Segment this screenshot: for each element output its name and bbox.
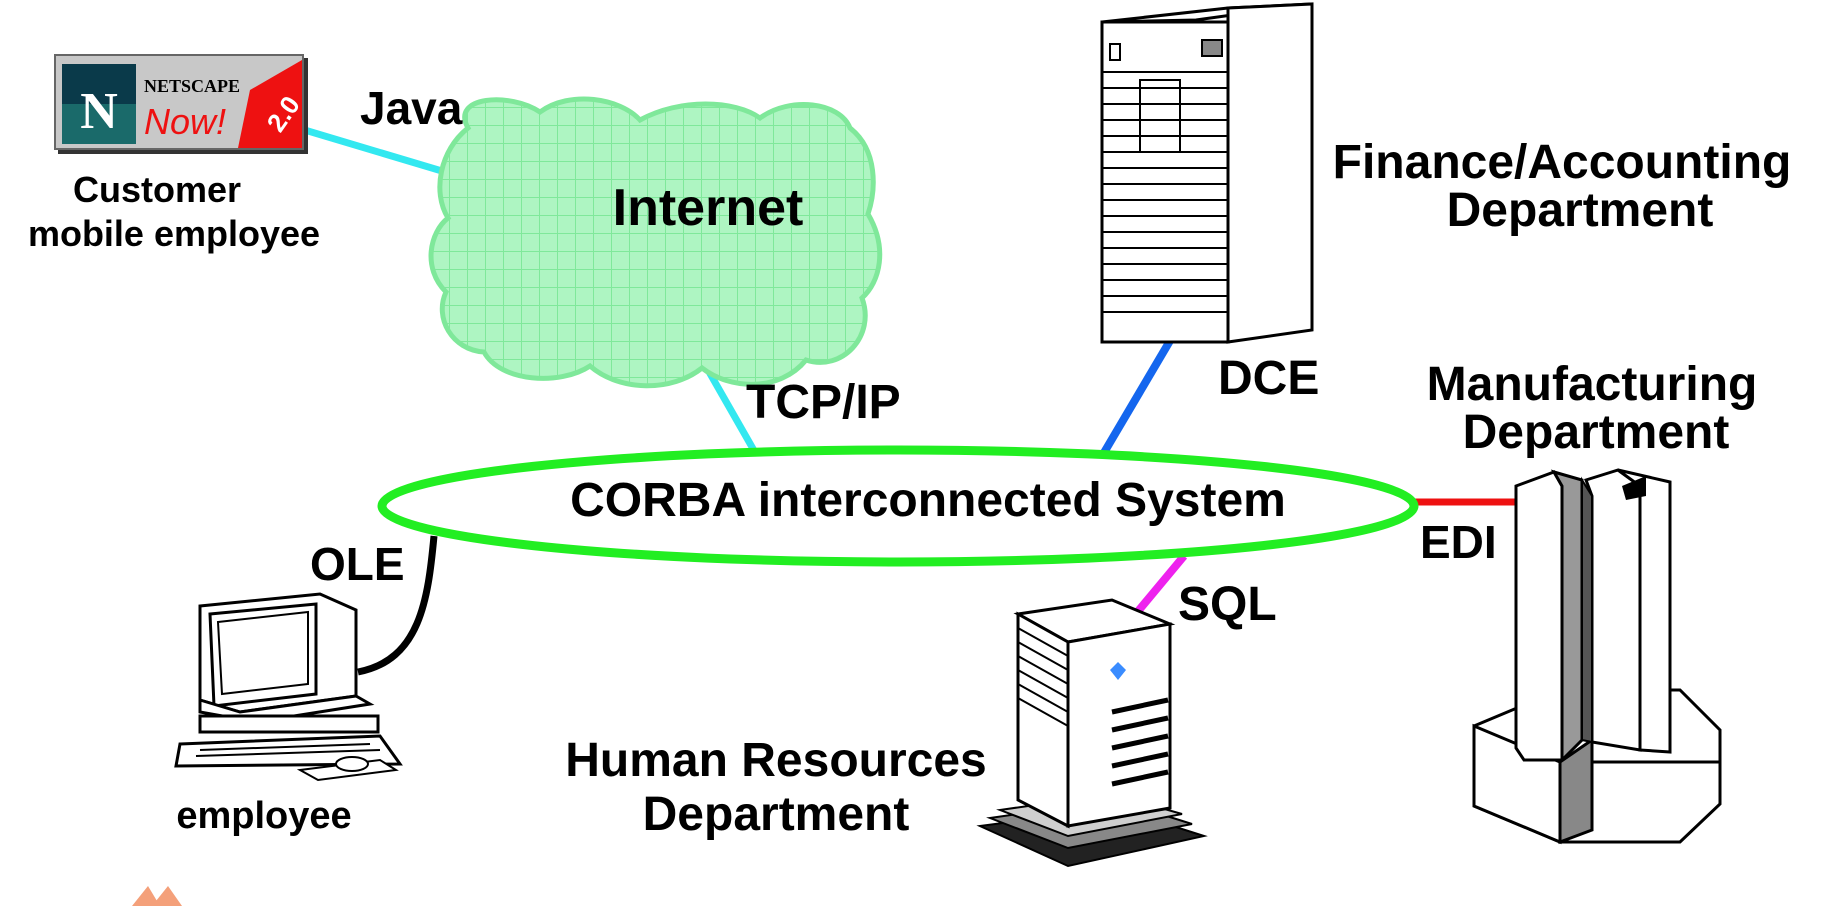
tcpip-link bbox=[704, 368, 760, 456]
manufacturing-mainframe-icon bbox=[1472, 468, 1722, 845]
dce-label: DCE bbox=[1218, 352, 1319, 405]
netscape-now-badge: N NETSCAPE Now! 2.0 bbox=[54, 54, 308, 154]
hr-server-icon bbox=[976, 598, 1208, 868]
ole-label: OLE bbox=[310, 538, 405, 590]
employee-label: employee bbox=[176, 795, 351, 837]
corba-ring bbox=[377, 445, 1419, 567]
badge-now: Now! bbox=[144, 101, 226, 142]
ole-link bbox=[357, 535, 438, 676]
employee-computer-icon bbox=[174, 592, 403, 782]
internet-cloud: Internet bbox=[428, 96, 883, 389]
sql-link bbox=[1130, 553, 1188, 619]
tcpip-label: TCP/IP bbox=[746, 376, 901, 429]
internet-label: Internet bbox=[613, 179, 804, 237]
finance-label-line2: Department bbox=[1447, 184, 1714, 237]
hr-label-line1: Human Resources bbox=[565, 734, 986, 787]
manufacturing-label-line1: Manufacturing bbox=[1427, 358, 1758, 411]
java-label: Java bbox=[360, 82, 463, 134]
dce-link bbox=[1098, 331, 1178, 459]
corba-label: CORBA interconnected System bbox=[570, 474, 1286, 527]
finance-server-icon bbox=[1100, 2, 1314, 344]
sql-label: SQL bbox=[1178, 578, 1277, 631]
customer-label-line1: Customer bbox=[73, 169, 241, 210]
edi-label: EDI bbox=[1420, 516, 1497, 568]
corner-logo-icon bbox=[132, 886, 182, 906]
finance-label-line1: Finance/Accounting bbox=[1333, 136, 1792, 189]
badge-brand: NETSCAPE bbox=[144, 76, 240, 96]
hr-label-line2: Department bbox=[643, 788, 910, 841]
netscape-logo-icon: N bbox=[80, 83, 118, 140]
customer-label-line2: mobile employee bbox=[28, 213, 320, 254]
manufacturing-label-line2: Department bbox=[1463, 406, 1730, 459]
